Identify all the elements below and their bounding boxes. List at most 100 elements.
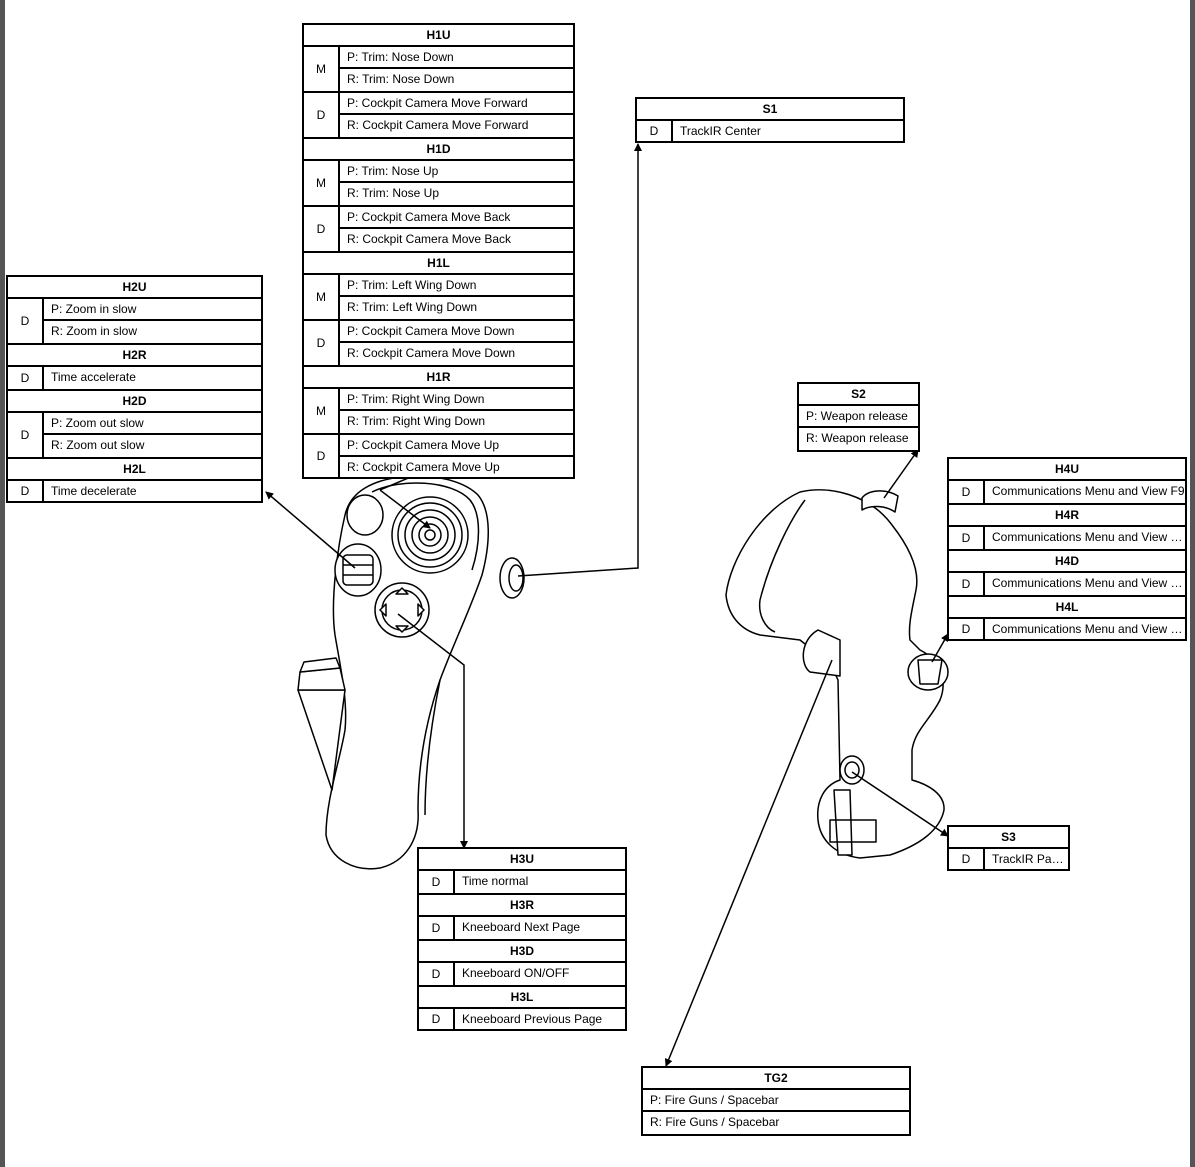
h2-section-title: H2D — [8, 391, 261, 413]
mode-cell: D — [949, 527, 985, 549]
binding-row: R: Cockpit Camera Move Up — [347, 460, 500, 474]
s2-title: S2 — [799, 384, 918, 406]
tg2-release-row: R: Fire Guns / Spacebar — [650, 1115, 780, 1129]
h1-section-title: H1U — [304, 25, 573, 47]
binding-row: P: Zoom out slow — [44, 413, 261, 435]
h1-section-title: H1D — [304, 139, 573, 161]
h3-section-title: H3D — [419, 941, 625, 963]
s2-release-row: R: Weapon release — [806, 431, 909, 445]
tg2-title: TG2 — [643, 1068, 909, 1090]
mode-cell: M — [304, 47, 340, 91]
binding-row: R: Trim: Nose Up — [347, 186, 440, 200]
binding-row: R: Cockpit Camera Move Back — [347, 232, 512, 246]
binding-row: Time accelerate — [51, 370, 136, 384]
mode-cell: D — [949, 849, 985, 869]
binding-row: P: Trim: Nose Down — [340, 47, 573, 69]
h4-section-title: H4D — [949, 551, 1185, 573]
h4-section-title: H4R — [949, 505, 1185, 527]
binding-row: P: Cockpit Camera Move Forward — [340, 93, 573, 115]
mode-cell: D — [8, 481, 44, 501]
mode-cell: D — [419, 1009, 455, 1029]
mode-cell: D — [949, 481, 985, 503]
binding-row: Time normal — [462, 874, 529, 888]
h2-binding-group: D Time decelerate — [8, 481, 261, 501]
binding-row: P: Cockpit Camera Move Down — [340, 321, 573, 343]
h2-section-title: H2U — [8, 277, 261, 299]
s2-press-row: P: Weapon release — [799, 406, 918, 428]
mode-cell: D — [8, 299, 44, 343]
binding-row: Kneeboard ON/OFF — [462, 966, 570, 980]
h4-section-title: H4U — [949, 459, 1185, 481]
h3-binding-group: D Kneeboard Next Page — [419, 917, 625, 941]
s3-binding-group: D TrackIR Pause — [949, 849, 1068, 869]
binding-row: P: Trim: Nose Up — [340, 161, 573, 183]
binding-row: R: Zoom in slow — [51, 324, 138, 338]
binding-row: Communications Menu and View F... — [992, 622, 1185, 636]
h3-binding-group: D Time normal — [419, 871, 625, 895]
binding-row: Communications Menu and View F9 — [992, 484, 1185, 498]
tg2-press-row: P: Fire Guns / Spacebar — [643, 1090, 909, 1112]
s3-section-title: S3 — [949, 827, 1068, 849]
binding-row: Kneeboard Previous Page — [462, 1012, 603, 1026]
h3-section-title: H3R — [419, 895, 625, 917]
h2-section-title: H2L — [8, 459, 261, 481]
h3-binding-group: D Kneeboard ON/OFF — [419, 963, 625, 987]
mode-cell: M — [304, 161, 340, 205]
binding-row: TrackIR Pause — [992, 852, 1068, 866]
binding-row: R: Zoom out slow — [51, 438, 145, 452]
h4-binding-group: D Communications Menu and View F... — [949, 527, 1185, 551]
window-frame-right — [1190, 0, 1195, 1167]
h2-binding-group: D Time accelerate — [8, 367, 261, 391]
binding-row: Communications Menu and View F... — [992, 530, 1185, 544]
mode-cell: D — [419, 917, 455, 939]
right-stick-grip — [725, 489, 949, 859]
binding-row: R: Trim: Left Wing Down — [347, 300, 478, 314]
binding-row: Communications Menu and View F... — [992, 576, 1185, 590]
mode-cell: D — [637, 121, 673, 141]
mode-cell: D — [949, 619, 985, 639]
mode-cell: D — [419, 963, 455, 985]
h4-section-title: H4L — [949, 597, 1185, 619]
binding-row: P: Trim: Left Wing Down — [340, 275, 573, 297]
mode-cell: M — [304, 389, 340, 433]
s2-button-table: S2 P: Weapon release R: Weapon release — [797, 382, 920, 452]
binding-row: R: Cockpit Camera Move Down — [347, 346, 516, 360]
binding-row: TrackIR Center — [680, 124, 761, 138]
mode-cell: D — [8, 413, 44, 457]
tg2-trigger-table: TG2 P: Fire Guns / Spacebar R: Fire Guns… — [641, 1066, 911, 1136]
h4-binding-group: D Communications Menu and View F9 — [949, 481, 1185, 505]
binding-row: P: Trim: Right Wing Down — [340, 389, 573, 411]
binding-row: R: Cockpit Camera Move Forward — [347, 118, 529, 132]
mode-cell: D — [304, 321, 340, 365]
binding-row: R: Trim: Nose Down — [347, 72, 455, 86]
mode-cell: D — [8, 367, 44, 389]
s1-section-title: S1 — [637, 99, 903, 121]
binding-row: Kneeboard Next Page — [462, 920, 581, 934]
mode-cell: D — [419, 871, 455, 893]
window-frame-left — [0, 0, 5, 1167]
mode-cell: D — [304, 93, 340, 137]
h3-section-title: H3L — [419, 987, 625, 1009]
binding-row: Time decelerate — [51, 484, 137, 498]
h1-section-title: H1L — [304, 253, 573, 275]
mode-cell: D — [304, 435, 340, 477]
s1-binding-group: D TrackIR Center — [637, 121, 903, 141]
binding-row: P: Cockpit Camera Move Back — [340, 207, 573, 229]
h1-section-title: H1R — [304, 367, 573, 389]
